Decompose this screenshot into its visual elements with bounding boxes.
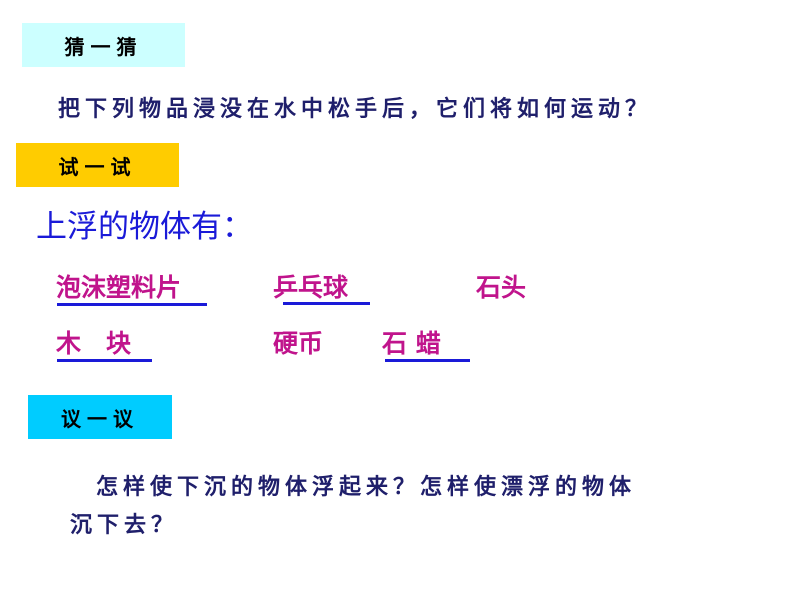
floating-objects-heading: 上浮的物体有： <box>36 209 253 245</box>
item-paraffin-wax: 石 蜡 <box>382 329 441 358</box>
discussion-text-line-1: 怎样使下沉的物体浮起来？怎样使漂浮的物体 <box>96 475 637 500</box>
guess-section-label: 猜一猜 <box>22 23 185 67</box>
underline-paraffin-wax <box>385 359 470 362</box>
discussion-text-line-2: 沉下去？ <box>70 513 179 538</box>
item-wood-block: 木 块 <box>56 329 132 358</box>
item-foam-sheet: 泡沫塑料片 <box>56 273 182 302</box>
item-ping-pong-ball: 乒乓球 <box>273 273 349 302</box>
discuss-section-text: 议一议 <box>61 406 139 431</box>
underline-foam-sheet <box>57 303 207 306</box>
guess-section-text: 猜一猜 <box>64 34 143 59</box>
underline-ping-pong-ball <box>283 302 370 305</box>
item-stone: 石头 <box>476 273 527 302</box>
item-coin: 硬币 <box>273 329 324 358</box>
try-section-label: 试一试 <box>16 143 179 187</box>
underline-wood-block <box>57 359 152 362</box>
discuss-section-label: 议一议 <box>28 395 172 439</box>
try-section-text: 试一试 <box>58 154 137 179</box>
question-text: 把下列物品浸没在水中松手后，它们将如何运动？ <box>58 97 653 122</box>
